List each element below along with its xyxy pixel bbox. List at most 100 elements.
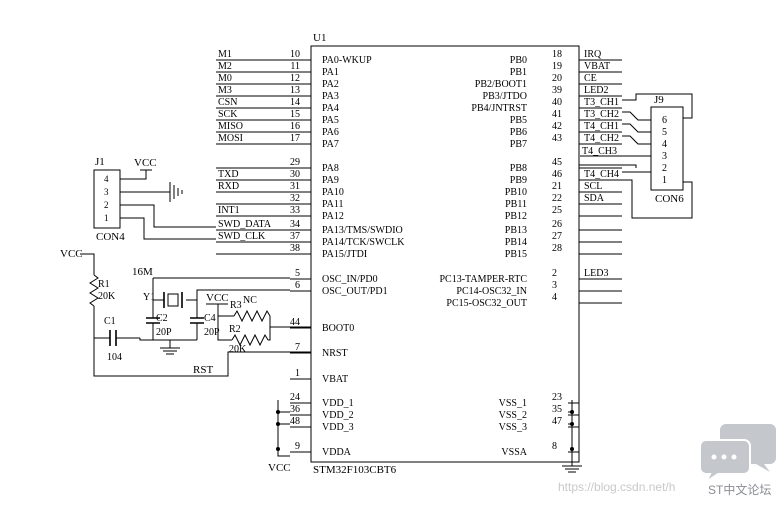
mcu-left-pin-name: PA13/TMS/SWDIO xyxy=(322,225,403,236)
mcu-left-pin-number: 7 xyxy=(295,342,300,353)
mcu-right-pin-name: PB8 xyxy=(510,163,527,174)
mcu-left-pin-name: PA8 xyxy=(322,163,339,174)
mcu-right-pin-number: 25 xyxy=(552,205,562,216)
vcc-top-label: VCC xyxy=(206,292,229,304)
mcu-right-net-label: LED2 xyxy=(584,85,608,96)
mcu-right-net-label: VBAT xyxy=(584,61,610,72)
c4-val: 20P xyxy=(204,327,220,338)
mcu-left-pin-name: PA2 xyxy=(322,79,339,90)
c2-ref: C2 xyxy=(156,313,168,324)
vdd-junction-3 xyxy=(276,447,280,451)
mcu-right-pin-name: PB13 xyxy=(505,225,527,236)
j1-ref: J1 xyxy=(95,156,105,168)
mcu-left-pin-name: BOOT0 xyxy=(322,323,354,334)
mcu-right-pin-name: PB3/JTDO xyxy=(483,91,527,102)
ground-symbol-vss xyxy=(562,465,582,473)
cap-ground-wires xyxy=(139,323,198,348)
mcu-left-pin-number: 13 xyxy=(290,85,300,96)
j9-extra-net: T4_CH3 xyxy=(582,146,617,157)
rst-wire xyxy=(93,306,311,377)
mcu-left-net-label: SWD_CLK xyxy=(218,231,266,242)
mcu-right-net-label: T4_CH1 xyxy=(584,121,619,132)
mcu-right-pin-number: 19 xyxy=(552,61,562,72)
mcu-left-pin-name: PA15/JTDI xyxy=(322,249,367,260)
mcu-left-pin-name: NRST xyxy=(322,348,348,359)
osc-out-wire xyxy=(186,289,290,301)
mcu-right-pin-number: 39 xyxy=(552,85,562,96)
mcu-left-pin-number: 10 xyxy=(290,49,300,60)
mcu-right-pin-number: 21 xyxy=(552,181,562,192)
mcu-right-pin-number: 22 xyxy=(552,193,562,204)
j1-vcc-wire xyxy=(120,169,152,180)
mcu-right-pin-number: 20 xyxy=(552,73,562,84)
mcu-right-net-label: CE xyxy=(584,73,597,84)
mcu-left-pin-number: 14 xyxy=(290,97,300,108)
wire-pb8 xyxy=(579,164,637,168)
mcu-left-pin-number: 24 xyxy=(290,392,300,403)
mcu-left-net-label: TXD xyxy=(218,169,239,180)
mcu-left-net-label: SWD_DATA xyxy=(218,219,272,230)
mcu-right-pin-number: 46 xyxy=(552,169,562,180)
j9-part: CON6 xyxy=(655,193,684,205)
r2-resistor xyxy=(231,333,269,347)
mcu-left-net-label: M0 xyxy=(218,73,232,84)
r1-val: 20K xyxy=(98,291,116,302)
mcu-left-pin-name: PA0-WKUP xyxy=(322,55,372,66)
j1-vcc: VCC xyxy=(134,157,157,169)
mcu-left-pin-name: PA1 xyxy=(322,67,339,78)
mcu-left-pin-number: 48 xyxy=(290,416,300,427)
c4-ref: C4 xyxy=(204,313,216,324)
mcu-left-pin-name: PA4 xyxy=(322,103,339,114)
mcu-left-net-label: M3 xyxy=(218,85,232,96)
mcu-left-pin-name: PA7 xyxy=(322,139,339,150)
mcu-left-pin-name: PA5 xyxy=(322,115,339,126)
mcu-right-pin-name: PB15 xyxy=(505,249,527,260)
mcu-right-pin-name: PC14-OSC32_IN xyxy=(456,286,527,297)
mcu-left-pin-name: PA9 xyxy=(322,175,339,186)
vdd-junction-2 xyxy=(276,422,280,426)
vss-junction-1 xyxy=(570,410,574,414)
power-rails: VCC xyxy=(268,400,582,474)
j1-pin-4: 4 xyxy=(104,174,109,184)
mcu-left-pin-name: OSC_OUT/PD1 xyxy=(322,286,388,297)
mcu-right-net-label: T4_CH4 xyxy=(584,169,619,180)
mcu-right-pin-name: PB0 xyxy=(510,55,527,66)
mcu-left-pin-number: 5 xyxy=(295,268,300,279)
r2-left-wire xyxy=(217,316,232,341)
mcu-right-pin-name: PC13-TAMPER-RTC xyxy=(440,274,528,285)
mcu-left-pin-name: PA14/TCK/SWCLK xyxy=(322,237,405,248)
mcu-right-pin-number: 47 xyxy=(552,416,562,427)
vdd-junction-1 xyxy=(276,410,280,414)
vss-junction-2 xyxy=(570,422,574,426)
j9-pin-5: 5 xyxy=(662,127,667,138)
j1-part: CON4 xyxy=(96,231,125,243)
vcc-bottom-label: VCC xyxy=(268,462,291,474)
connector-j1: J1 CON4 4 3 2 1 VCC xyxy=(93,156,216,243)
r2-ref: R2 xyxy=(229,324,241,335)
mcu-right-pin-number: 41 xyxy=(552,109,562,120)
mcu-left-pin-name: VDD_1 xyxy=(322,398,354,409)
mcu-right-net-label: SDA xyxy=(584,193,605,204)
rst-label: RST xyxy=(193,364,213,376)
osc-net-16m: 16M xyxy=(132,266,153,278)
r1-resistor xyxy=(89,274,99,307)
mcu-left-pin-number: 15 xyxy=(290,109,300,120)
watermark-url: https://blog.csdn.net/h xyxy=(558,480,675,494)
mcu-right-pin-number: 28 xyxy=(552,243,562,254)
c2-val: 20P xyxy=(156,327,172,338)
mcu-left-pin-number: 16 xyxy=(290,121,300,132)
j9-pin-4: 4 xyxy=(662,139,667,150)
vdd-rail xyxy=(277,400,290,457)
mcu-right-pin-name: PB4/JNTRST xyxy=(471,103,527,114)
mcu-right-pin-name: PB2/BOOT1 xyxy=(475,79,527,90)
vss-rail xyxy=(568,400,573,466)
wire-t3ch1 xyxy=(622,93,693,119)
mcu-left-pin-name: PA12 xyxy=(322,211,344,222)
r1-ref: R1 xyxy=(98,279,110,290)
y1-plates xyxy=(163,292,183,308)
mcu-left-net-label: RXD xyxy=(218,181,239,192)
mcu-right-pin-name: PB7 xyxy=(510,139,527,150)
mcu-right-pin-name: PB6 xyxy=(510,127,527,138)
y1-crystal xyxy=(167,293,179,307)
